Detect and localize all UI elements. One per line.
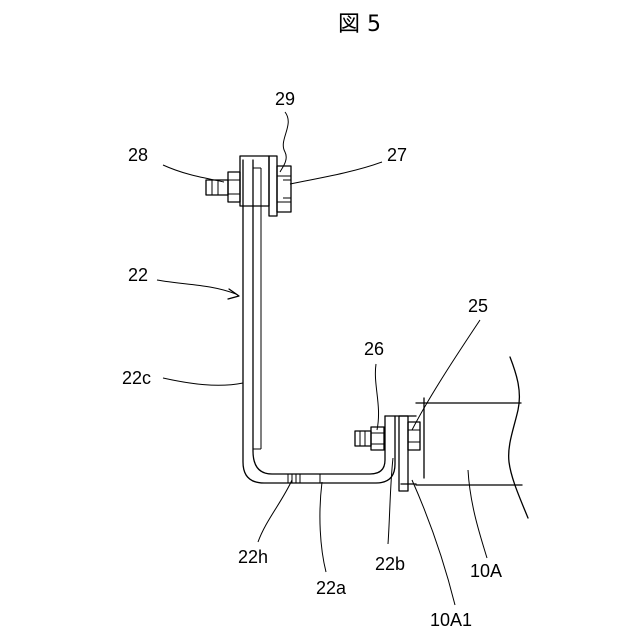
label-22h: 22h: [238, 547, 268, 567]
label-28: 28: [128, 145, 148, 165]
label-26: 26: [364, 339, 384, 359]
label-29: 29: [275, 89, 295, 109]
label-10A1: 10A1: [430, 610, 472, 630]
label-22: 22: [128, 265, 148, 285]
bracket-22: [243, 160, 395, 483]
figure-title: 図 5: [338, 12, 381, 37]
label-22a: 22a: [316, 578, 347, 598]
upper-fastener: [206, 156, 291, 216]
label-22b: 22b: [375, 554, 405, 574]
label-25: 25: [468, 296, 488, 316]
label-22c: 22c: [122, 368, 151, 388]
reference-labels: 29 28 27 22 25 26 22c 22h 22a 22b 10A 10…: [122, 89, 502, 630]
label-27: 27: [387, 145, 407, 165]
label-10A: 10A: [470, 561, 502, 581]
